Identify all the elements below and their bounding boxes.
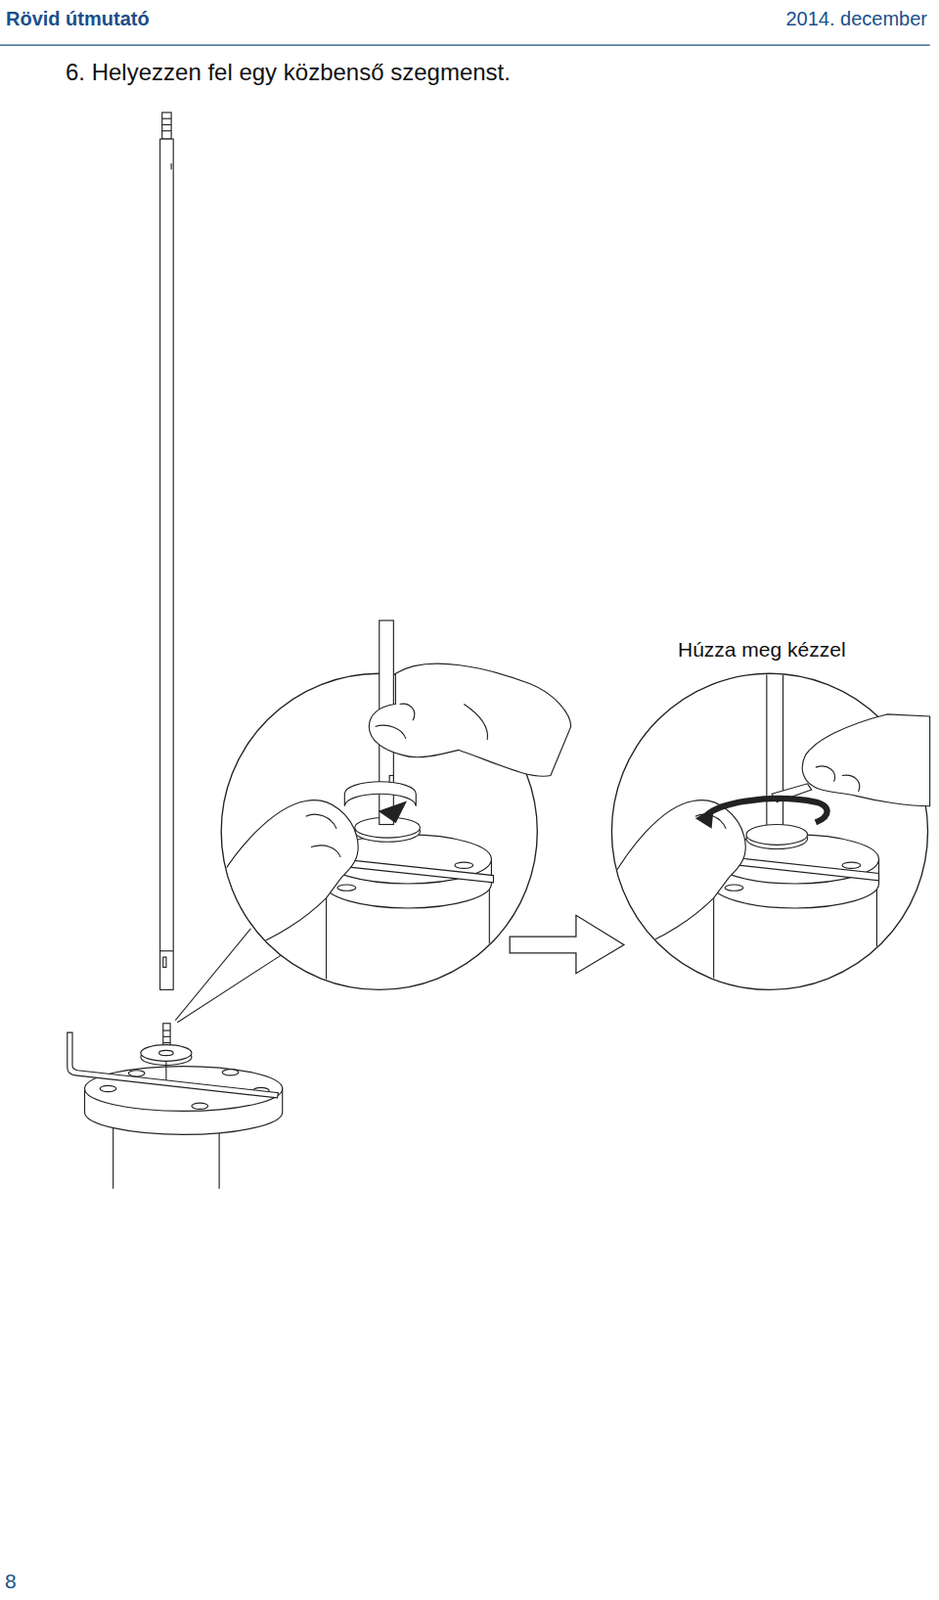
header-rule [0, 44, 931, 46]
instruction-label: Húzza meg kézzel [677, 636, 847, 662]
header-title: Rövid útmutató [5, 6, 150, 31]
zoom-circle-right [601, 663, 931, 1000]
step-title: 6. Helyezzen fel egy közbenső szegmenst. [65, 58, 511, 88]
leader-lines [175, 928, 281, 1023]
rod-figure [67, 112, 283, 1189]
page-number: 8 [4, 1567, 17, 1593]
step-arrow [509, 914, 625, 973]
header-date: 2014. december [785, 6, 928, 31]
